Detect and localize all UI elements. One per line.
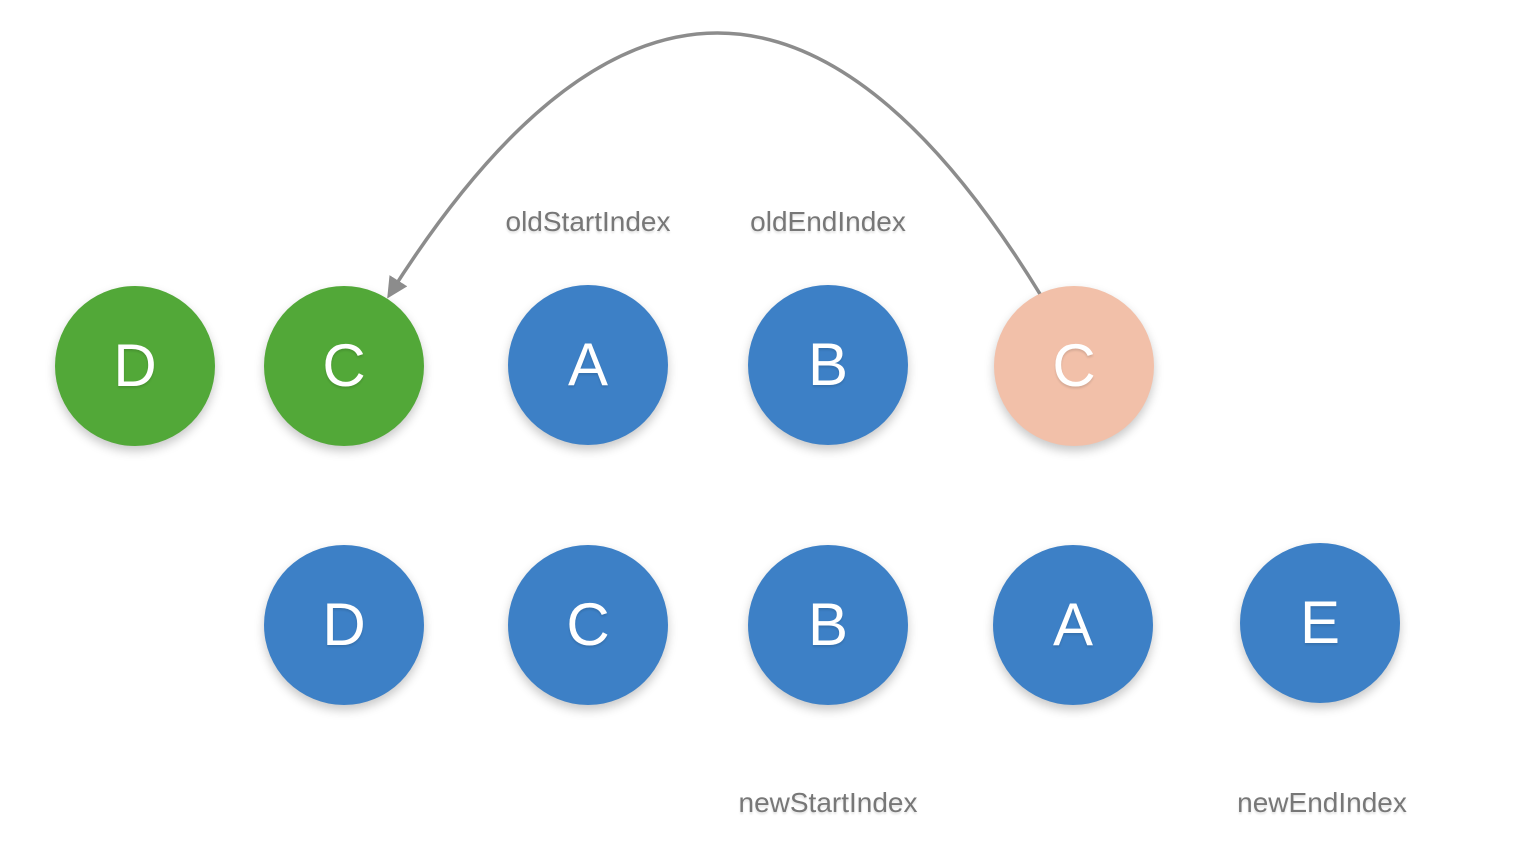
new-node-C: C bbox=[508, 545, 668, 705]
new-node-E: E bbox=[1240, 543, 1400, 703]
node-letter: E bbox=[1299, 589, 1341, 656]
node-letter: A bbox=[1052, 591, 1094, 658]
new-start-index-label: newStartIndex bbox=[738, 787, 918, 818]
old-node-A: A bbox=[508, 285, 668, 445]
new-node-B: B bbox=[748, 545, 908, 705]
old-node-C-matched: C bbox=[264, 286, 424, 446]
old-node-B: B bbox=[748, 285, 908, 445]
node-letter: D bbox=[322, 591, 366, 658]
node-letter: B bbox=[807, 591, 849, 658]
old-start-index-label: oldStartIndex bbox=[505, 206, 671, 237]
node-letter: A bbox=[567, 331, 609, 398]
new-node-D: D bbox=[264, 545, 424, 705]
node-letter: C bbox=[322, 332, 366, 399]
node-letter: C bbox=[1052, 332, 1096, 399]
node-letter: C bbox=[566, 591, 610, 658]
new-node-A: A bbox=[993, 545, 1153, 705]
node-letter: D bbox=[113, 332, 157, 399]
old-node-C-moved: C bbox=[994, 286, 1154, 446]
node-letter: B bbox=[807, 331, 849, 398]
old-end-index-label: oldEndIndex bbox=[750, 206, 906, 237]
new-end-index-label: newEndIndex bbox=[1237, 787, 1407, 818]
move-arrow-curve bbox=[387, 31, 1042, 299]
old-node-D: D bbox=[55, 286, 215, 446]
